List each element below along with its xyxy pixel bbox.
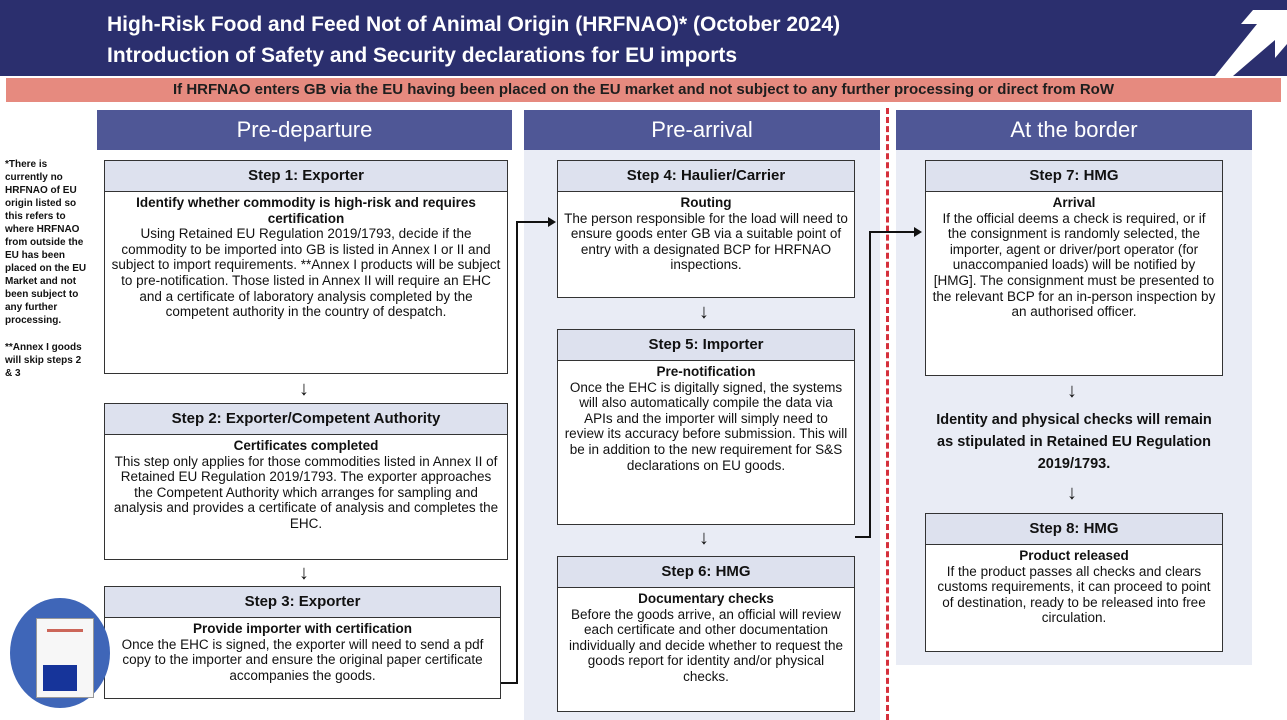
step-5-body: Once the EHC is digitally signed, the sy… xyxy=(564,379,848,473)
step-7-body: If the official deems a check is require… xyxy=(932,210,1216,320)
arrow-up-right-icon xyxy=(1215,10,1287,76)
step-5-subtitle: Pre-notification xyxy=(656,364,756,379)
column-at-border: At the border xyxy=(896,110,1252,150)
side-note-annex: **Annex I goods will skip steps 2 & 3 xyxy=(5,342,82,379)
step-1-subtitle: Identify whether commodity is high-risk … xyxy=(136,195,476,226)
step-2-title: Step 2: Exporter/Competent Authority xyxy=(105,404,507,435)
step-1-title: Step 1: Exporter xyxy=(105,161,507,192)
down-arrow-icon: ↓ xyxy=(699,527,709,549)
step-6-box: Step 6: HMG Documentary checks Before th… xyxy=(557,556,855,712)
step-1-body: Using Retained EU Regulation 2019/1793, … xyxy=(111,226,501,320)
down-arrow-icon: ↓ xyxy=(1067,380,1077,402)
side-note-origin: *There is currently no HRFNAO of EU orig… xyxy=(5,159,87,326)
step-3-subtitle: Provide importer with certification xyxy=(192,621,413,636)
step-8-subtitle: Product released xyxy=(1019,548,1129,563)
step-7-subtitle: Arrival xyxy=(1052,195,1096,210)
step-6-title: Step 6: HMG xyxy=(558,557,854,588)
step-8-body: If the product passes all checks and cle… xyxy=(937,563,1211,626)
step-3-body: Once the EHC is signed, the exporter wil… xyxy=(121,636,484,683)
down-arrow-icon: ↓ xyxy=(299,562,309,584)
step-8-box: Step 8: HMG Product released If the prod… xyxy=(925,513,1223,652)
step-2-subtitle: Certificates completed xyxy=(233,438,379,453)
step-5-title: Step 5: Importer xyxy=(558,330,854,361)
identity-checks-note: Identity and physical checks will remain… xyxy=(936,412,1212,472)
eu-certificate-icon xyxy=(10,598,110,708)
step-3-box: Step 3: Exporter Provide importer with c… xyxy=(104,586,501,699)
column-pre-departure: Pre-departure xyxy=(97,110,512,150)
step-7-title: Step 7: HMG xyxy=(926,161,1222,192)
step-5-box: Step 5: Importer Pre-notification Once t… xyxy=(557,329,855,525)
step-8-title: Step 8: HMG xyxy=(926,514,1222,545)
step-4-title: Step 4: Haulier/Carrier xyxy=(558,161,854,192)
step-4-box: Step 4: Haulier/Carrier Routing The pers… xyxy=(557,160,855,298)
step-4-subtitle: Routing xyxy=(680,195,732,210)
border-divider-line xyxy=(886,108,889,720)
page-subtitle: Introduction of Safety and Security decl… xyxy=(107,44,738,67)
header-bar: High-Risk Food and Feed Not of Animal Or… xyxy=(0,0,1287,76)
step-6-body: Before the goods arrive, an official wil… xyxy=(569,606,843,684)
down-arrow-icon: ↓ xyxy=(1067,482,1077,504)
step-2-box: Step 2: Exporter/Competent Authority Cer… xyxy=(104,403,508,560)
side-note: *There is currently no HRFNAO of EU orig… xyxy=(5,158,91,394)
column-pre-arrival: Pre-arrival xyxy=(524,110,880,150)
step-7-box: Step 7: HMG Arrival If the official deem… xyxy=(925,160,1223,376)
scope-banner: If HRFNAO enters GB via the EU having be… xyxy=(6,78,1281,102)
down-arrow-icon: ↓ xyxy=(699,301,709,323)
step-1-box: Step 1: Exporter Identify whether commod… xyxy=(104,160,508,374)
step-4-body: The person responsible for the load will… xyxy=(564,210,848,273)
step-2-body: This step only applies for those commodi… xyxy=(113,453,499,531)
down-arrow-icon: ↓ xyxy=(299,378,309,400)
step-3-title: Step 3: Exporter xyxy=(105,587,500,618)
page-title: High-Risk Food and Feed Not of Animal Or… xyxy=(107,13,841,36)
step-6-subtitle: Documentary checks xyxy=(638,591,774,606)
